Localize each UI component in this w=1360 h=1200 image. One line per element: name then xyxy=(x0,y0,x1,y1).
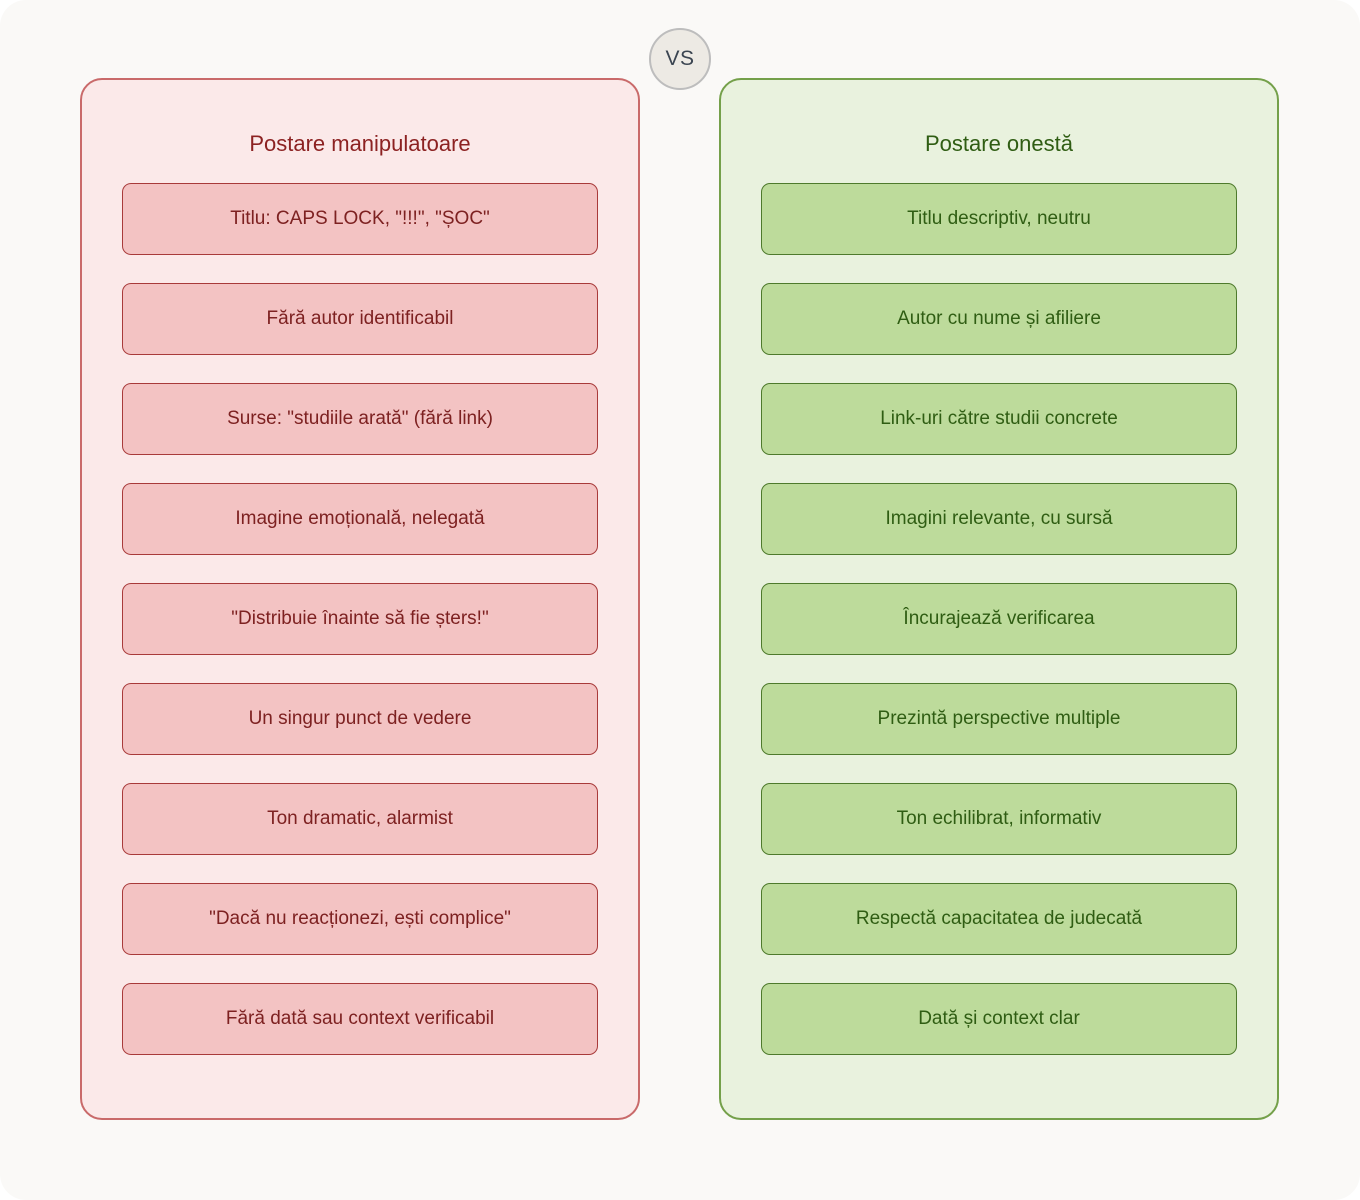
list-item[interactable]: Imagini relevante, cu sursă xyxy=(761,483,1237,555)
panel-title-manipulative: Postare manipulatoare xyxy=(249,131,471,156)
list-item[interactable]: Încurajează verificarea xyxy=(761,583,1237,655)
list-item[interactable]: Prezintă perspective multiple xyxy=(761,683,1237,755)
panel-title-honest: Postare onestă xyxy=(925,131,1073,156)
list-item[interactable]: Surse: "studiile arată" (fără link) xyxy=(122,383,598,455)
panel-honest-post: Postare onestă Titlu descriptiv, neutru … xyxy=(719,78,1279,1120)
list-item[interactable]: Titlu descriptiv, neutru xyxy=(761,183,1237,255)
list-item[interactable]: Fără autor identificabil xyxy=(122,283,598,355)
list-item[interactable]: Dată și context clar xyxy=(761,983,1237,1055)
list-item[interactable]: Respectă capacitatea de judecată xyxy=(761,883,1237,955)
list-item[interactable]: "Distribuie înainte să fie șters!" xyxy=(122,583,598,655)
list-item[interactable]: Ton dramatic, alarmist xyxy=(122,783,598,855)
list-item[interactable]: Fără dată sau context verificabil xyxy=(122,983,598,1055)
list-item[interactable]: Un singur punct de vedere xyxy=(122,683,598,755)
list-item[interactable]: Titlu: CAPS LOCK, "!!!", "ȘOC" xyxy=(122,183,598,255)
versus-badge-icon: VS xyxy=(649,28,711,90)
list-item[interactable]: Autor cu nume și afiliere xyxy=(761,283,1237,355)
panel-manipulative-post: Postare manipulatoare Titlu: CAPS LOCK, … xyxy=(80,78,640,1120)
item-list-honest: Titlu descriptiv, neutru Autor cu nume ș… xyxy=(761,155,1237,1055)
item-list-manipulative: Titlu: CAPS LOCK, "!!!", "ȘOC" Fără auto… xyxy=(122,155,598,1055)
list-item[interactable]: Link-uri către studii concrete xyxy=(761,383,1237,455)
list-item[interactable]: "Dacă nu reacționezi, ești complice" xyxy=(122,883,598,955)
versus-badge-label: VS xyxy=(665,47,695,70)
list-item[interactable]: Imagine emoțională, nelegată xyxy=(122,483,598,555)
list-item[interactable]: Ton echilibrat, informativ xyxy=(761,783,1237,855)
